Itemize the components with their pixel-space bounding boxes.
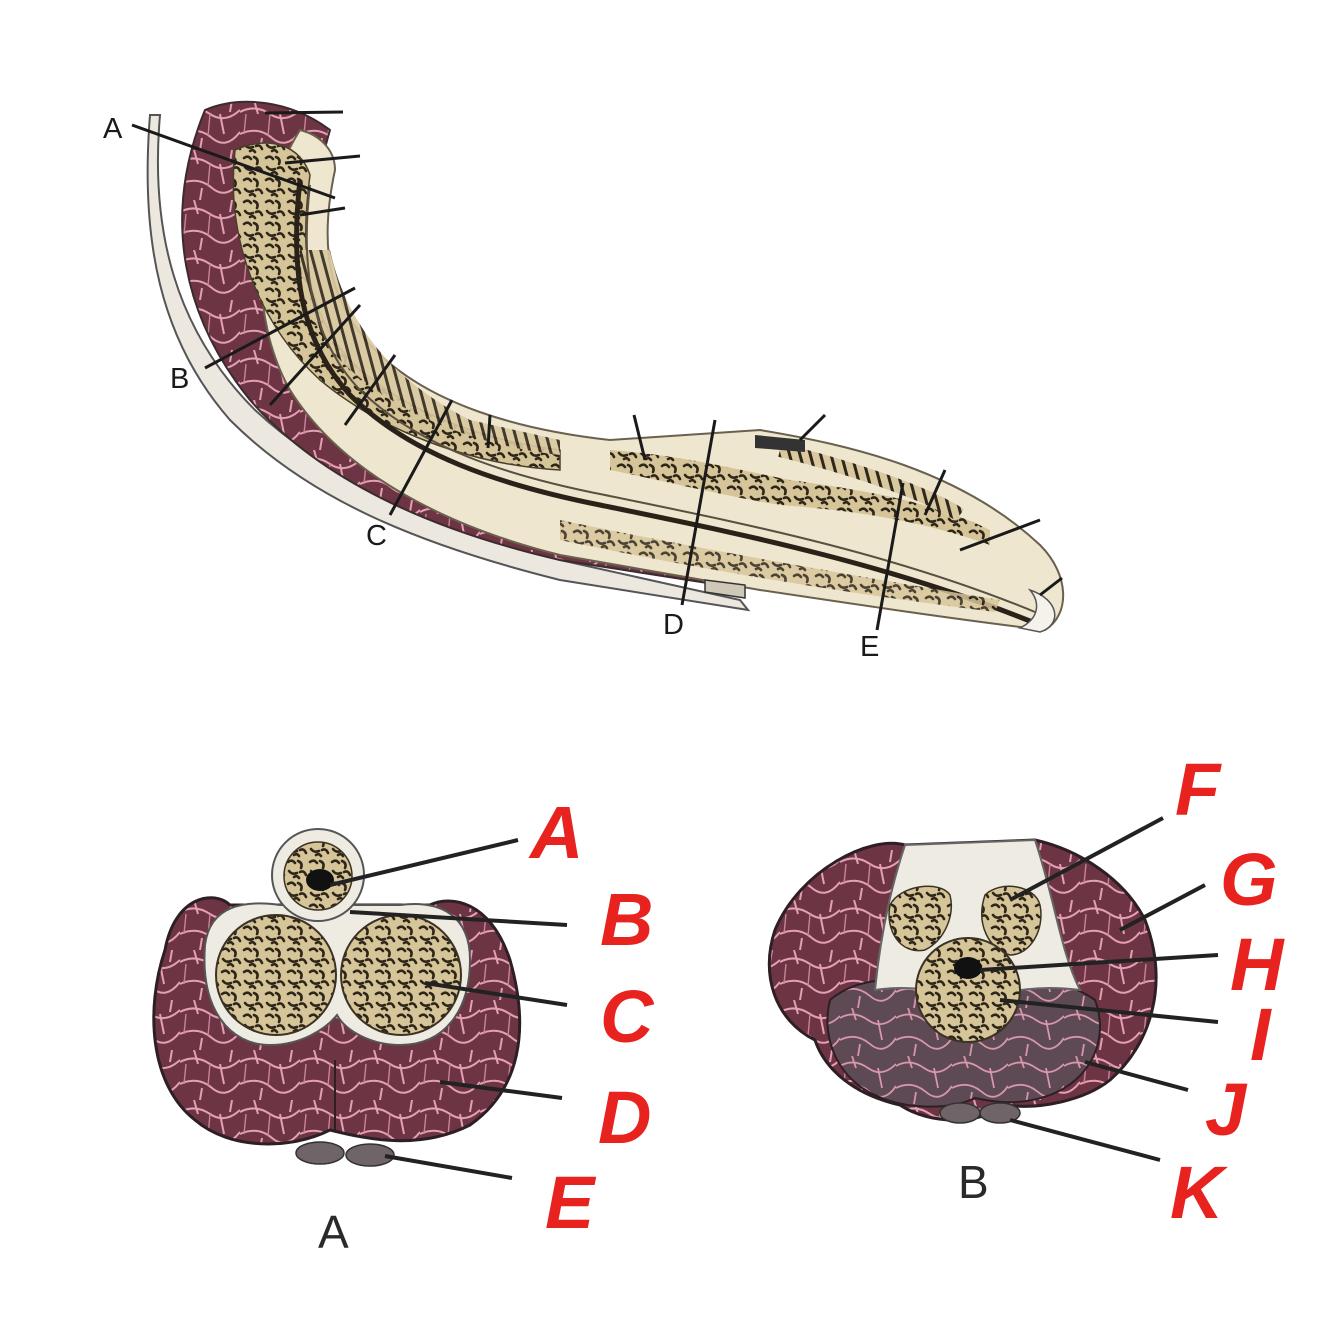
section-b-caption: B [958,1156,989,1208]
section-b-spongiosum [916,938,1020,1042]
section-b-label-g: G [1220,838,1278,921]
section-b-label-f: F [1175,748,1222,831]
section-b-urethra [954,957,982,979]
section-a-label-d: D [598,1076,651,1159]
section-b-label-k: K [1170,1151,1228,1234]
cross-section-a: A B C D E A [154,791,655,1258]
long-label-b: B [170,363,189,395]
long-label-d: D [663,609,684,641]
long-label-a: A [103,113,123,145]
longitudinal-section: A B C D E [103,102,1063,663]
section-a-label-c: C [600,975,655,1058]
section-b-label-j: J [1205,1068,1248,1151]
section-a-corpus-left [216,915,336,1035]
section-a-caption: A [318,1206,349,1258]
section-a-urethra [306,869,334,891]
section-a-label-e: E [545,1161,597,1244]
section-b-label-i: I [1250,993,1272,1076]
section-a-corpus-right [341,915,461,1035]
section-a-vessel-left [296,1142,344,1164]
section-b-vessel-left [940,1103,980,1123]
cross-section-b: F G H I J K B [769,748,1285,1234]
long-label-c: C [366,520,387,552]
section-a-label-a: A [528,791,583,874]
section-a-label-b: B [600,878,653,961]
long-label-e: E [860,631,879,663]
